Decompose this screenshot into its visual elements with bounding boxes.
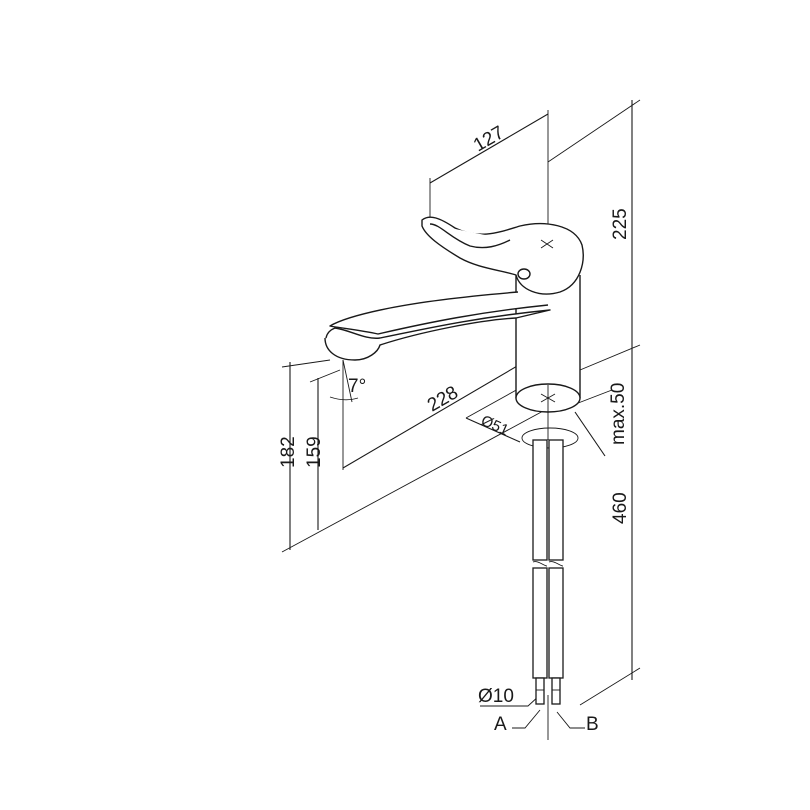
base-diameter-label: Ø51 bbox=[478, 412, 511, 439]
label-a: A bbox=[494, 714, 507, 735]
supply-hoses bbox=[532, 439, 564, 740]
dimension-lines bbox=[281, 99, 641, 729]
base-cross-mark bbox=[540, 393, 556, 403]
label-b: B bbox=[586, 714, 599, 735]
height-182-label: 182 bbox=[278, 436, 299, 468]
lever-handle bbox=[421, 216, 584, 295]
hose-diameter-label: Ø10 bbox=[478, 686, 514, 707]
angle-label: 7° bbox=[348, 376, 366, 397]
hose-length-label: 460 bbox=[610, 492, 631, 524]
dimension-texts: 127 225 228 7° 182 159 Ø51 max.50 460 Ø1… bbox=[278, 122, 631, 735]
spout-length-label: 228 bbox=[424, 382, 462, 416]
spout-reach-label: 127 bbox=[470, 122, 508, 156]
total-height-label: 225 bbox=[610, 208, 631, 240]
height-159-label: 159 bbox=[304, 436, 325, 468]
spout bbox=[324, 291, 551, 361]
max-thickness-label: max.50 bbox=[608, 383, 629, 445]
